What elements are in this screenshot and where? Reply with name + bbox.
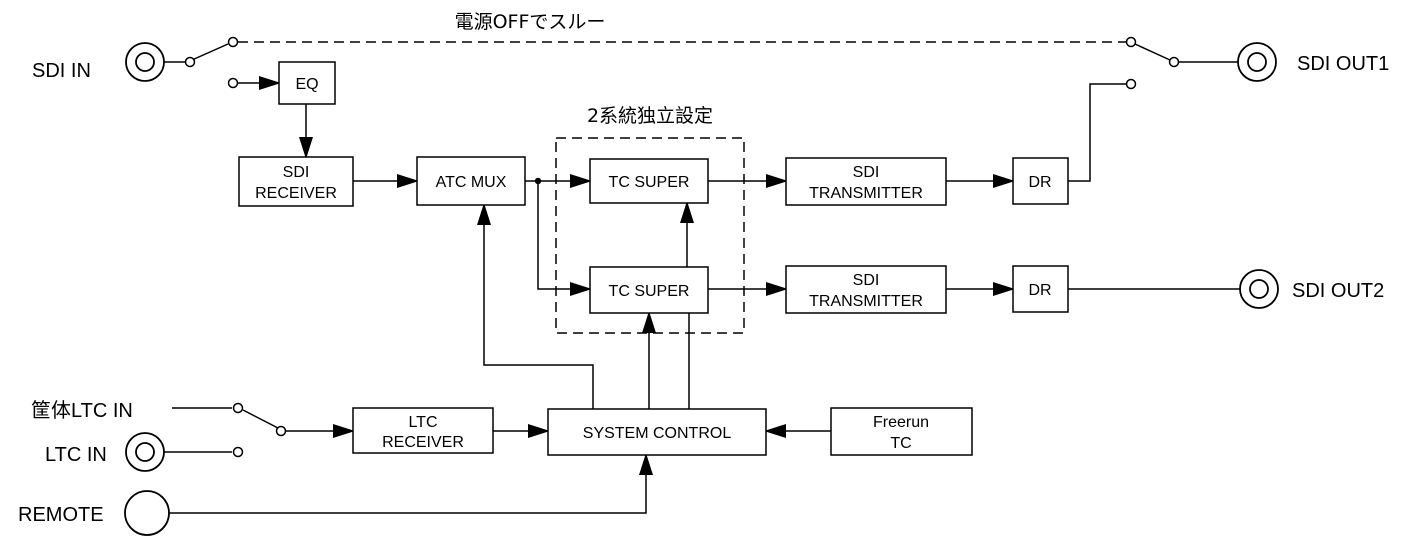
sdi-in-switch-bypass-contact	[227, 36, 239, 48]
junction-dot	[534, 177, 542, 185]
remote-label: REMOTE	[18, 504, 104, 526]
dr-1-block: DR	[1012, 157, 1069, 205]
sdi-in-switch-pivot	[184, 56, 196, 68]
bypass-caption: 電源OFFでスルー	[455, 11, 606, 33]
ltc-receiver-label-2: RECEIVER	[382, 434, 464, 451]
freerun-tc-label-1: Freerun	[873, 414, 929, 431]
remote-jack-icon	[124, 490, 170, 536]
system-control-label: SYSTEM CONTROL	[583, 425, 732, 442]
sdi-receiver-block: SDI RECEIVER	[238, 156, 354, 207]
tc-super-2-block: TC SUPER	[589, 266, 709, 314]
sdi-out1-switch-dr-contact	[1125, 78, 1137, 90]
atc-mux-label: ATC MUX	[436, 174, 507, 191]
atc-mux-block: ATC MUX	[416, 156, 526, 206]
wires	[163, 41, 1240, 514]
sdi-out1-switch-pivot	[1168, 56, 1180, 68]
sdi-transmitter-2-label-1: SDI	[853, 272, 880, 289]
tc-super-1-label: TC SUPER	[609, 174, 690, 191]
sdi-receiver-label-2: RECEIVER	[255, 185, 337, 202]
sdi-in-jack-icon	[125, 42, 165, 82]
sdi-transmitter-2-label-2: TRANSMITTER	[809, 293, 923, 310]
ltc-in-jack-icon	[125, 432, 165, 472]
switch-nodes	[184, 36, 1180, 458]
tc-super-2-label: TC SUPER	[609, 283, 690, 300]
tc-super-1-block: TC SUPER	[589, 158, 709, 204]
chassis-ltc-in-label: 筐体LTC IN	[31, 399, 133, 422]
ltc-receiver-block: LTC RECEIVER	[352, 407, 494, 454]
sdi-out2-jack-icon	[1239, 269, 1279, 309]
dr-2-block: DR	[1012, 265, 1069, 313]
freerun-tc-label-2: TC	[890, 435, 911, 452]
sdi-transmitter-1-block: SDI TRANSMITTER	[785, 157, 947, 206]
ltc-switch-jack-contact	[232, 446, 244, 458]
eq-label: EQ	[295, 76, 318, 93]
sdi-out1-label: SDI OUT1	[1297, 53, 1389, 75]
ltc-switch-pivot	[275, 425, 287, 437]
sdi-in-switch-eq-contact	[227, 77, 239, 89]
sdi-out1-jack-icon	[1237, 42, 1277, 82]
ltc-receiver-label-1: LTC	[408, 414, 437, 431]
sdi-out1-switch-bypass-contact	[1125, 36, 1137, 48]
ltc-switch-chassis-contact	[232, 402, 244, 414]
ltc-in-label: LTC IN	[45, 444, 107, 466]
sdi-transmitter-1-label-2: TRANSMITTER	[809, 185, 923, 202]
sdi-receiver-label-1: SDI	[283, 164, 310, 181]
sdi-out2-label: SDI OUT2	[1292, 280, 1384, 302]
sdi-transmitter-2-block: SDI TRANSMITTER	[785, 265, 947, 314]
sdi-in-label: SDI IN	[32, 60, 91, 82]
group-label: 2系統独立設定	[587, 105, 713, 127]
system-control-block: SYSTEM CONTROL	[547, 408, 767, 456]
dr-1-label: DR	[1028, 174, 1051, 191]
sdi-transmitter-1-label-1: SDI	[853, 164, 880, 181]
dr-2-label: DR	[1028, 282, 1051, 299]
eq-block: EQ	[278, 61, 336, 105]
freerun-tc-block: Freerun TC	[830, 407, 973, 456]
